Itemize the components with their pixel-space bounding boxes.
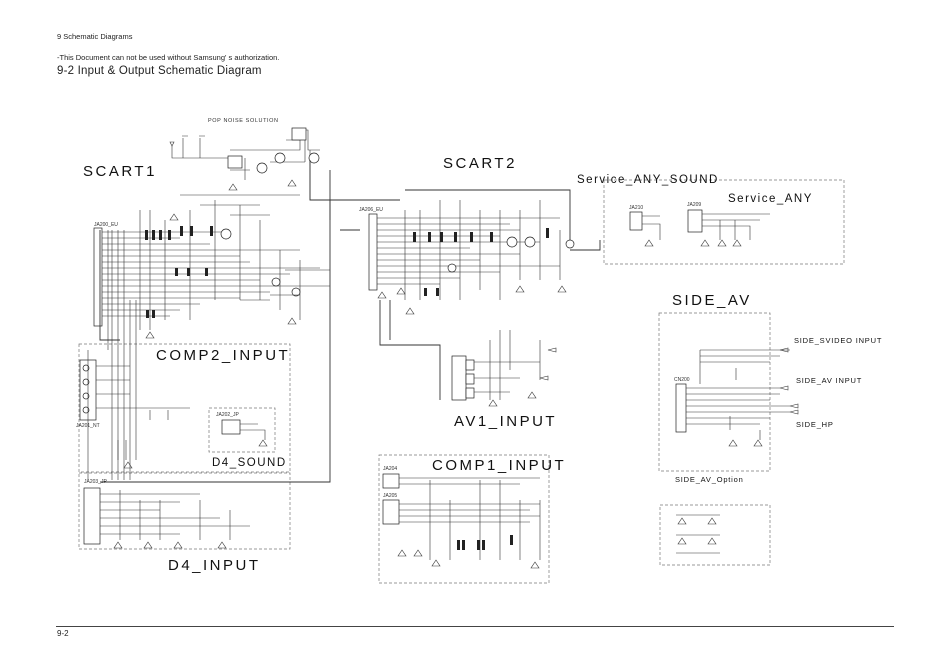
interconnect-wires: [87, 230, 601, 480]
comp1-input-label: COMP1_INPUT: [432, 457, 566, 474]
av1-input-circuit: [379, 300, 557, 407]
ja206-label: JA206_EU: [359, 207, 383, 213]
side-av-option-box: [659, 504, 771, 566]
scart2-circuit: [309, 160, 575, 315]
ja202-label: JA202_JP: [216, 412, 239, 418]
ja204-label: JA204: [383, 466, 397, 472]
comp1-input-box: [378, 454, 550, 584]
comp1-input-circuit: [382, 473, 541, 569]
scart1-label: SCART1: [83, 163, 157, 180]
d4-sound-box: [208, 407, 276, 453]
service-any-circuit: [629, 209, 770, 247]
service-any-label: Service_ANY: [728, 193, 813, 205]
d4-sound-label: D4_SOUND: [212, 457, 287, 469]
ja205-label: JA205: [383, 493, 397, 499]
pop-noise-solution-label: POP NOISE SOLUTION: [208, 118, 279, 124]
side-svideo-input-label: SIDE_SVIDEO INPUT: [794, 336, 882, 345]
service-any-sound-label: Service_ANY_SOUND: [577, 174, 719, 186]
d4-input-circuit: [83, 200, 331, 549]
ja210-label: JA210: [629, 205, 643, 211]
comp2-input-box: [78, 343, 291, 473]
d4-input-label: D4_INPUT: [168, 557, 261, 574]
authorization-notice: -This Document can not be used without S…: [57, 53, 280, 62]
cn200-label: CN200: [674, 377, 690, 383]
pop-noise-circuit: [169, 127, 320, 200]
side-hp-label: SIDE_HP: [796, 420, 834, 429]
side-av-option-label: SIDE_AV_Option: [675, 475, 744, 484]
service-any-box: [603, 179, 845, 265]
comp2-input-label: COMP2_INPUT: [156, 347, 290, 364]
scart2-label: SCART2: [443, 155, 517, 172]
side-av-box: [658, 312, 771, 472]
side-av-label: SIDE_AV: [672, 292, 752, 309]
page-number: 9-2: [57, 629, 69, 638]
side-av-option-circuit: [676, 514, 720, 554]
av1-input-label: AV1_INPUT: [454, 413, 557, 430]
d4-input-box: [78, 472, 291, 550]
side-av-circuit: [675, 347, 799, 447]
ja209-label: JA209: [687, 202, 701, 208]
side-av-input-label: SIDE_AV INPUT: [796, 376, 862, 385]
ja200-label: JA200_EU: [94, 222, 118, 228]
section-heading: 9 Schematic Diagrams: [57, 32, 133, 41]
scart1-circuit: [93, 194, 330, 339]
page-title: 9-2 Input & Output Schematic Diagram: [57, 65, 262, 77]
footer-rule: [56, 626, 894, 627]
ja203-label: JA203_JP: [84, 479, 107, 485]
